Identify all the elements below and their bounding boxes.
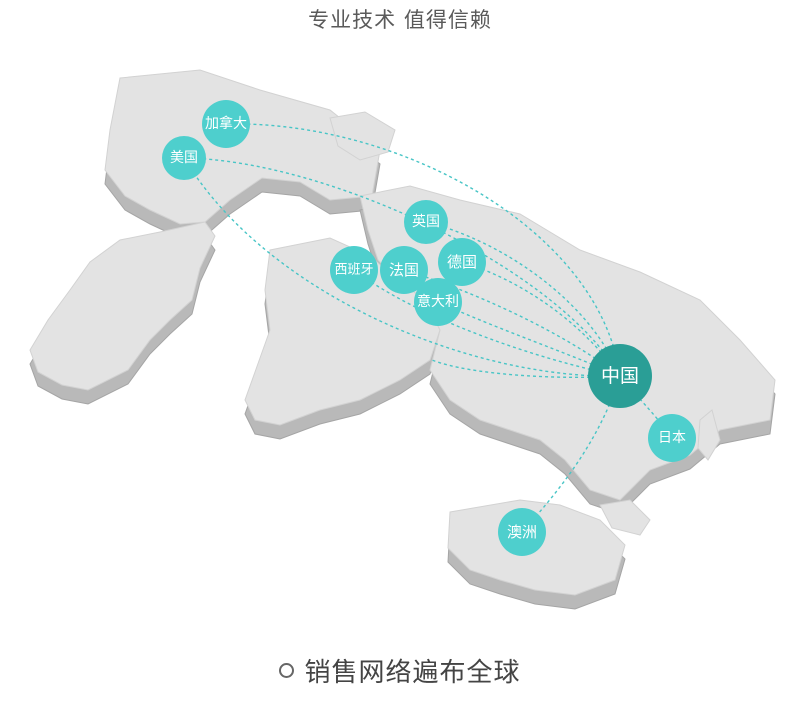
route-italy	[437, 301, 621, 377]
route-australia	[521, 375, 621, 533]
node-china-hub[interactable]: 中国	[588, 344, 652, 408]
world-map: 加拿大 美国 英国 西班牙 法国 德国 意大利 日本	[29, 69, 776, 610]
japan-islands	[697, 409, 721, 461]
node-label-china: 中国	[601, 365, 639, 387]
node-label-spain: 西班牙	[334, 263, 373, 278]
ring-icon	[279, 663, 295, 678]
node-germany[interactable]: 德国	[438, 238, 486, 286]
node-spain[interactable]: 西班牙	[330, 246, 378, 294]
node-label-usa: 美国	[170, 150, 198, 166]
land-surface	[29, 69, 776, 596]
caption-text: 销售网络遍布全球	[304, 658, 521, 688]
node-canada[interactable]: 加拿大	[202, 100, 250, 148]
node-label-uk: 英国	[412, 213, 440, 230]
node-usa[interactable]: 美国	[162, 136, 206, 180]
node-label-canada: 加拿大	[205, 115, 247, 132]
southeast-islands	[599, 499, 651, 536]
node-japan[interactable]: 日本	[648, 414, 696, 462]
country-nodes: 加拿大 美国 英国 西班牙 法国 德国 意大利 日本	[162, 100, 696, 556]
north-america	[104, 69, 381, 225]
node-label-japan: 日本	[658, 430, 686, 446]
route-spain	[353, 269, 621, 377]
node-australia[interactable]: 澳洲	[498, 508, 546, 556]
page-title: 专业技术 值得信赖	[308, 8, 492, 32]
route-canada	[225, 123, 621, 377]
node-france[interactable]: 法国	[380, 246, 428, 294]
node-label-germany: 德国	[447, 253, 477, 271]
route-usa-lower	[183, 157, 621, 377]
footer-caption: 销售网络遍布全球	[0, 652, 800, 689]
node-uk[interactable]: 英国	[404, 200, 448, 244]
south-america	[29, 221, 216, 391]
route-africa	[431, 359, 621, 379]
node-label-france: 法国	[389, 261, 419, 279]
node-italy[interactable]: 意大利	[414, 278, 462, 326]
node-label-australia: 澳洲	[507, 523, 537, 541]
node-label-italy: 意大利	[417, 293, 459, 310]
